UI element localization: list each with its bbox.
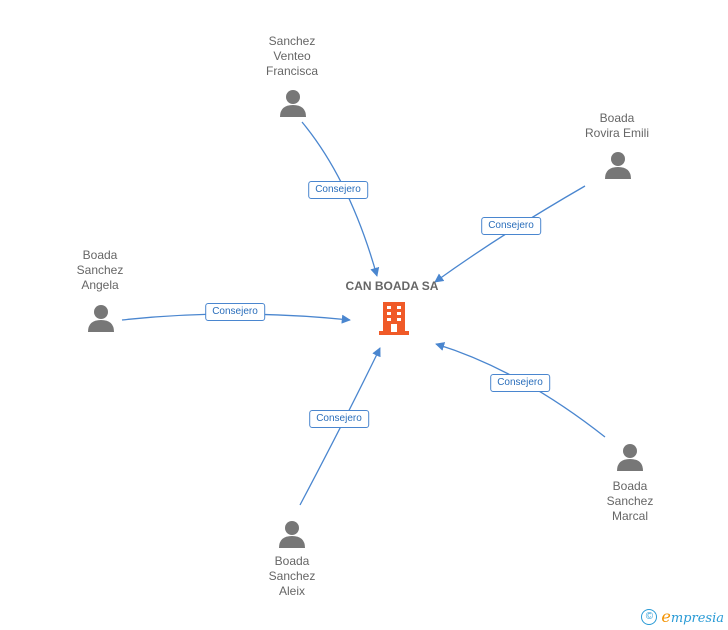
person-name-boada-sanchez-aleix[interactable]: Boada Sanchez Aleix (268, 554, 316, 598)
brand-e: e (661, 607, 671, 626)
relation-label-boada-rovira[interactable]: Consejero (481, 217, 541, 235)
person-name-sanchez-venteo[interactable]: Sanchez Venteo Francisca (265, 34, 318, 78)
brand-name: mpresia (670, 611, 724, 626)
company-name[interactable]: CAN BOADA SA (345, 279, 439, 293)
relation-label-sanchez-venteo[interactable]: Consejero (308, 181, 368, 199)
copyright-icon: © (641, 608, 658, 625)
person-icon[interactable] (615, 442, 645, 472)
building-icon[interactable] (378, 300, 410, 336)
person-icon[interactable] (86, 303, 116, 333)
person-icon[interactable] (277, 519, 307, 549)
relation-label-boada-sanchez-angela[interactable]: Consejero (205, 303, 265, 321)
person-name-boada-rovira[interactable]: Boada Rovira Emili (584, 111, 649, 140)
edge-sanchez-venteo (301, 121, 380, 277)
relation-label-boada-sanchez-marcal[interactable]: Consejero (490, 374, 550, 392)
person-icon[interactable] (278, 88, 308, 118)
person-name-boada-sanchez-angela[interactable]: Boada Sanchez Angela (76, 248, 124, 292)
person-name-boada-sanchez-marcal[interactable]: Boada Sanchez Marcal (606, 479, 654, 523)
person-icon[interactable] (603, 150, 633, 180)
footer-brand: © empresia (641, 607, 724, 626)
relation-label-boada-sanchez-aleix[interactable]: Consejero (309, 410, 369, 428)
